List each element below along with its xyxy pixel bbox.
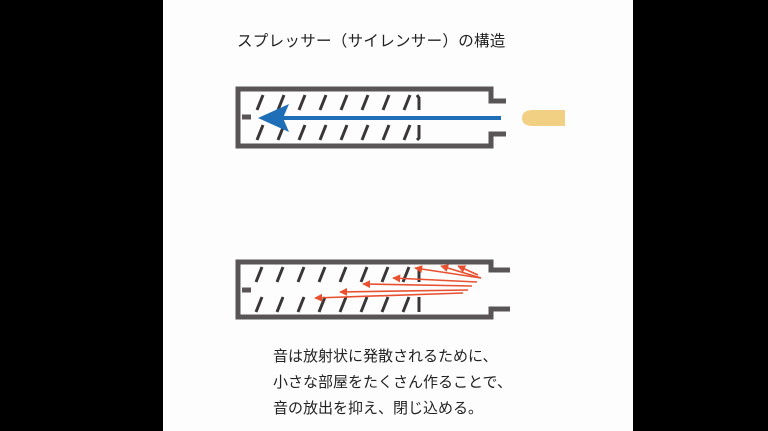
silencer-bottom	[235, 259, 510, 320]
silencer-body-bottom	[235, 259, 510, 320]
baffles-bottom	[254, 266, 421, 313]
silencer-top	[235, 86, 565, 149]
caption-line-3: 音の放出を抑え、閉じ込める。	[273, 399, 484, 417]
bullet-icon	[522, 110, 565, 126]
slide: スプレッサー（サイレンサー）の構造	[163, 0, 633, 431]
silencer-diagram	[235, 86, 565, 320]
caption-line-2: 小さな部屋をたくさん作ることで、	[273, 373, 512, 391]
caption: 音は放射状に発散されるために、 小さな部屋をたくさん作ることで、 音の放出を抑え…	[273, 343, 512, 421]
sound-wave-arrows	[314, 264, 482, 302]
page-title: スプレッサー（サイレンサー）の構造	[237, 32, 506, 50]
caption-line-1: 音は放射状に発散されるために、	[273, 347, 498, 365]
silencer-body-top	[235, 86, 506, 149]
flow-arrow-head	[258, 104, 289, 132]
